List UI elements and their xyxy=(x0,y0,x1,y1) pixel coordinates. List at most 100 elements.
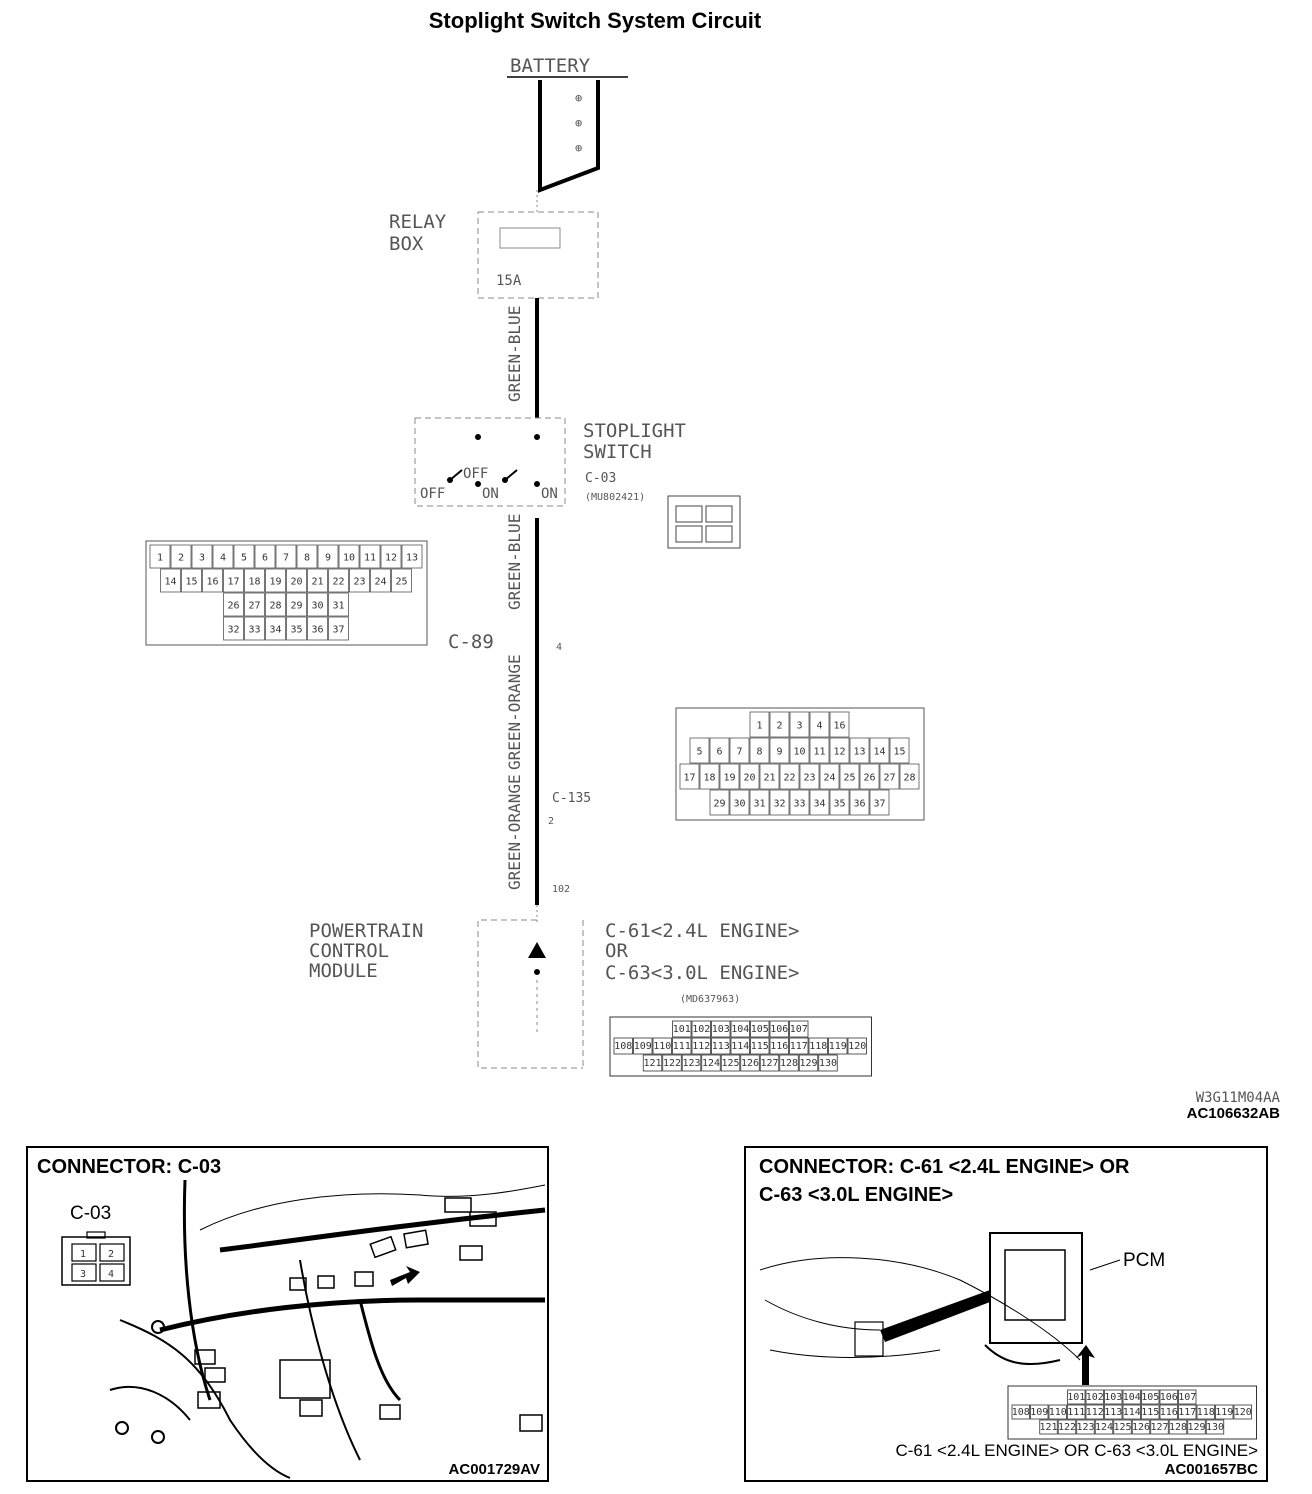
pcm-connector-note: C-61<2.4L ENGINE> OR C-63<3.0L ENGINE> xyxy=(605,920,811,984)
pin-label: 34 xyxy=(269,624,281,635)
pin-cell xyxy=(1141,1389,1160,1405)
pin-cell xyxy=(699,763,720,790)
pin-label: 26 xyxy=(227,600,239,611)
pin-label: 10 xyxy=(343,552,355,563)
pin-label: 22 xyxy=(332,576,344,587)
pin-label: 7 xyxy=(736,747,742,758)
pin-label: 22 xyxy=(783,773,795,784)
pin-label: 27 xyxy=(248,600,260,611)
pin-label: 128 xyxy=(1169,1422,1187,1433)
stoplight-switch: STOPLIGHT SWITCH C-03 (MU802421) OFF OFF… xyxy=(414,417,686,507)
pin-cell xyxy=(349,568,370,593)
pin-label: 23 xyxy=(353,576,365,587)
pin-label: 104 xyxy=(731,1024,749,1035)
pin-label: 105 xyxy=(1141,1392,1159,1403)
pin-label: 127 xyxy=(1150,1422,1168,1433)
pin-label: 5 xyxy=(241,552,247,563)
pin-cell xyxy=(286,592,307,617)
pin-label: 3 xyxy=(199,552,205,563)
pin-cell xyxy=(613,1037,633,1055)
panel-connector-c61: CONNECTOR: C-61 <2.4L ENGINE> OR C-63 <3… xyxy=(744,1146,1268,1482)
pin-cell xyxy=(789,711,810,738)
pin-label: 26 xyxy=(863,773,875,784)
pin-cell xyxy=(401,544,423,569)
pin-label: 10 xyxy=(793,747,805,758)
svg-text:15A: 15A xyxy=(496,273,522,289)
pin-cell xyxy=(1057,1419,1077,1435)
pin-label: 17 xyxy=(227,576,239,587)
grid-c89-frame xyxy=(145,540,428,646)
pin-label: 36 xyxy=(853,799,865,810)
pin-cell xyxy=(1067,1389,1086,1405)
pin-label: 2 xyxy=(178,552,184,563)
pin-cell xyxy=(212,544,234,569)
pin-cell xyxy=(370,568,391,593)
pin-cell xyxy=(1122,1389,1141,1405)
pin-label: 31 xyxy=(753,799,765,810)
pin-label: 24 xyxy=(823,773,835,784)
pin-cell xyxy=(798,1054,819,1072)
pin-label: 110 xyxy=(1049,1407,1067,1418)
pin-cell xyxy=(1076,1419,1095,1435)
pin-label: 101 xyxy=(673,1024,691,1035)
panel-c61-figure-code: AC001657BC xyxy=(1165,1461,1259,1478)
pin-label: 107 xyxy=(1178,1392,1196,1403)
pin-cell xyxy=(829,789,850,816)
pin-label: 29 xyxy=(290,600,302,611)
relay-box: RELAY BOX 15A xyxy=(389,211,599,299)
pin-label: 123 xyxy=(1076,1422,1094,1433)
switch-connector-face xyxy=(667,495,741,549)
pin-cell xyxy=(1141,1404,1160,1420)
svg-text:GREEN-BLUE: GREEN-BLUE xyxy=(505,514,524,610)
pin-cell xyxy=(779,763,800,790)
svg-text:102: 102 xyxy=(552,884,570,895)
panel-c03-header: CONNECTOR: C-03 xyxy=(37,1156,221,1178)
pin-cell xyxy=(879,763,900,790)
pin-label: 117 xyxy=(790,1041,808,1052)
pin-cell xyxy=(1094,1419,1114,1435)
panel-c61-caption: C-61 <2.4L ENGINE> OR C-63 <3.0L ENGINE> xyxy=(895,1441,1258,1460)
pin-cell xyxy=(681,1054,702,1072)
pin-label: 102 xyxy=(1086,1392,1104,1403)
panel-c61-header-line2: C-63 <3.0L ENGINE> xyxy=(759,1184,953,1206)
pin-cell xyxy=(869,789,890,816)
pin-cell xyxy=(729,789,750,816)
pin-cell xyxy=(1011,1404,1030,1420)
pin-label: 23 xyxy=(803,773,815,784)
pin-cell xyxy=(809,711,830,738)
pin-label: 21 xyxy=(311,576,323,587)
pin-cell xyxy=(307,568,328,593)
pcm-module: POWERTRAIN CONTROL MODULE C-61<2.4L ENGI… xyxy=(309,919,811,1069)
pin-cell xyxy=(1150,1419,1169,1435)
pin-label: 120 xyxy=(848,1041,866,1052)
svg-text:⊕: ⊕ xyxy=(575,116,582,130)
pin-label: 107 xyxy=(790,1024,808,1035)
pin-label: 5 xyxy=(696,747,702,758)
pin-label: 102 xyxy=(692,1024,710,1035)
pin-label: 8 xyxy=(756,747,762,758)
pin-cell xyxy=(769,789,790,816)
pin-cell xyxy=(709,789,730,816)
pin-label: 18 xyxy=(248,576,260,587)
pin-label: 115 xyxy=(1141,1407,1159,1418)
pin-label: 1 xyxy=(756,721,762,732)
pin-cell xyxy=(869,737,890,764)
pin-cell xyxy=(652,1037,672,1055)
pin-label: 112 xyxy=(692,1041,710,1052)
pin-label: 109 xyxy=(1030,1407,1048,1418)
pin-label: 2 xyxy=(776,721,782,732)
pin-cell xyxy=(899,763,920,790)
svg-text:(MD637963): (MD637963) xyxy=(680,994,740,1005)
pin-cell xyxy=(789,789,810,816)
pin-label: 126 xyxy=(741,1058,759,1069)
pin-cell xyxy=(759,1054,780,1072)
pin-cell xyxy=(149,544,171,569)
pin-label: 36 xyxy=(311,624,323,635)
svg-text:2: 2 xyxy=(108,1249,114,1260)
pin-cell xyxy=(1122,1404,1141,1420)
pin-label: 31 xyxy=(332,600,344,611)
pin-cell xyxy=(181,568,202,593)
pin-label: 21 xyxy=(763,773,775,784)
grid-pcm-panel-frame xyxy=(1007,1385,1257,1440)
pin-label: 118 xyxy=(1197,1407,1215,1418)
